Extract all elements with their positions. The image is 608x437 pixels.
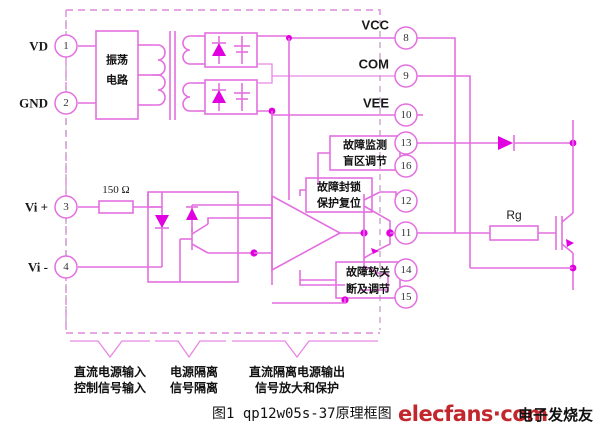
- pin-number-15: 15: [401, 291, 413, 303]
- bracket-output: [232, 340, 378, 359]
- input-resistor-body: [98, 200, 134, 214]
- optocoupler-outline: [147, 191, 239, 283]
- pin-number-16: 16: [401, 160, 413, 172]
- amplifier-triangle: [271, 194, 342, 272]
- push-pull-upper-out: [377, 213, 391, 233]
- watermark-brand: elecfans·com: [398, 402, 548, 426]
- igbt-collector-lead: [561, 212, 574, 223]
- ext-wire-vcc-down: [417, 37, 456, 232]
- pin-number-12: 12: [401, 195, 412, 207]
- pin-circle-14[interactable]: [394, 258, 418, 282]
- push-pull-lower-to-softshut: [360, 273, 389, 291]
- igbt-emitter-arrow-icon: [566, 239, 574, 247]
- port-label-vi-minus: Vi -: [28, 260, 48, 275]
- section-isolation-line2: 信号隔离: [170, 380, 218, 395]
- external-diode-triangle-icon: [498, 136, 513, 150]
- section-isolation-line1: 电源隔离: [170, 364, 218, 379]
- opto-led-triangle-icon: [155, 215, 169, 228]
- opto-input-top-wrap: [147, 192, 162, 208]
- opto-transistor-collector: [191, 223, 209, 235]
- push-pull-lower-emitter: [363, 265, 381, 275]
- push-pull-arrow-icon: [371, 248, 379, 254]
- pin-number-11: 11: [401, 227, 412, 239]
- port-label-com: COM: [359, 57, 389, 72]
- push-pull-upper-collector: [363, 191, 381, 201]
- pin-circle-1[interactable]: [54, 34, 78, 58]
- soft-shutdown-label-line2: 断及调节: [346, 282, 390, 296]
- gate-resistor-label: Rg: [506, 208, 521, 222]
- section-dc-input-line2: 控制信号输入: [74, 380, 146, 395]
- fault-lockout-label-line2: 保护复位: [316, 196, 361, 210]
- oscillator-label-line1: 振荡: [106, 53, 128, 67]
- port-label-gnd: GND: [19, 96, 48, 111]
- rail-vee: [257, 110, 396, 116]
- port-label-vcc: VCC: [362, 18, 390, 33]
- oscillator-label-line2: 电路: [106, 73, 129, 87]
- bracket-isolation: [155, 340, 226, 359]
- section-output-line2: 信号放大和保护: [255, 380, 339, 395]
- pin-circle-15[interactable]: [394, 285, 418, 309]
- pin-number-4: 4: [63, 261, 69, 273]
- gate-resistor-body: [489, 225, 539, 241]
- input-resistor-label: 150 Ω: [102, 184, 129, 196]
- pin-number-2: 2: [63, 97, 69, 109]
- section-output-line1: 直流隔离电源输出: [249, 364, 345, 379]
- port-label-vee: VEE: [363, 96, 389, 111]
- fault-monitor-label-line2: 盲区调节: [343, 154, 387, 168]
- fault-lockout-block-outline: [305, 177, 373, 213]
- left-pins-group: 1 VD 2 GND 3 Vi + 4 Vi -: [19, 34, 78, 279]
- diode-upper-triangle-icon: [212, 43, 226, 56]
- wire-amp-bottom-feedback: [299, 270, 345, 286]
- soft-shutdown-label-line1: 故障软关: [346, 265, 390, 279]
- pin-circle-16[interactable]: [394, 154, 418, 178]
- rail-com-link: [257, 76, 273, 84]
- pin-number-10: 10: [401, 109, 413, 121]
- pin-number-8: 8: [403, 32, 409, 44]
- pin-number-14: 14: [401, 264, 413, 276]
- pin-number-3: 3: [63, 201, 69, 213]
- bracket-dc-input: [70, 340, 150, 359]
- opto-transistor-emitter: [191, 243, 209, 254]
- fault-lockout-label-line1: 故障封锁: [317, 180, 361, 194]
- pin-number-9: 9: [403, 70, 409, 82]
- ext-wire-com-down: [417, 75, 471, 268]
- rectifier-block-upper-outline: [204, 32, 258, 68]
- pin-circle-3[interactable]: [54, 195, 78, 219]
- section-dc-input-line1: 直流电源输入: [74, 364, 146, 379]
- transformer-secondary-coil-lower: [182, 82, 196, 112]
- pin-circle-2[interactable]: [54, 91, 78, 115]
- module-boundary-dashed: [66, 9, 381, 20]
- opto-transistor-collector-up: [207, 217, 238, 224]
- wire-amp-top-to-lockout: [299, 189, 306, 196]
- watermark-brand-cn: 电子发烧友: [518, 406, 593, 424]
- right-pins-group: 8 VCC 9 COM 10 VEE 13 16 12 11 14 15: [359, 18, 418, 309]
- transformer-primary-coil-lower: [152, 74, 166, 106]
- figure-caption: 图1 qp12w05s-37原理框图: [212, 406, 392, 422]
- push-pull-upper-emitter: [363, 205, 379, 215]
- diode-lower-triangle-icon: [212, 90, 226, 103]
- pin-circle-4[interactable]: [54, 255, 78, 279]
- rail-com: [257, 63, 396, 77]
- transformer-secondary-coil-upper: [182, 35, 196, 65]
- port-label-vi-plus: Vi +: [25, 200, 48, 215]
- rail-vcc: [257, 35, 396, 39]
- igbt-emitter-lead: [561, 243, 574, 254]
- port-label-vd: VD: [29, 39, 48, 54]
- push-pull-upper-to-pin12: [380, 191, 397, 201]
- fault-monitor-label-line1: 故障监测: [343, 138, 387, 152]
- pin-circle-12[interactable]: [394, 189, 418, 213]
- wire-fault-monitor-left: [317, 152, 330, 185]
- pin-number-1: 1: [63, 40, 69, 52]
- wire-soft-shutdown-bottom: [272, 298, 346, 304]
- transformer-primary-coil-upper: [152, 44, 166, 76]
- pin-number-13: 13: [401, 137, 413, 149]
- rectifier-block-lower-outline: [204, 79, 258, 115]
- opto-photodiode-triangle-icon: [186, 208, 198, 220]
